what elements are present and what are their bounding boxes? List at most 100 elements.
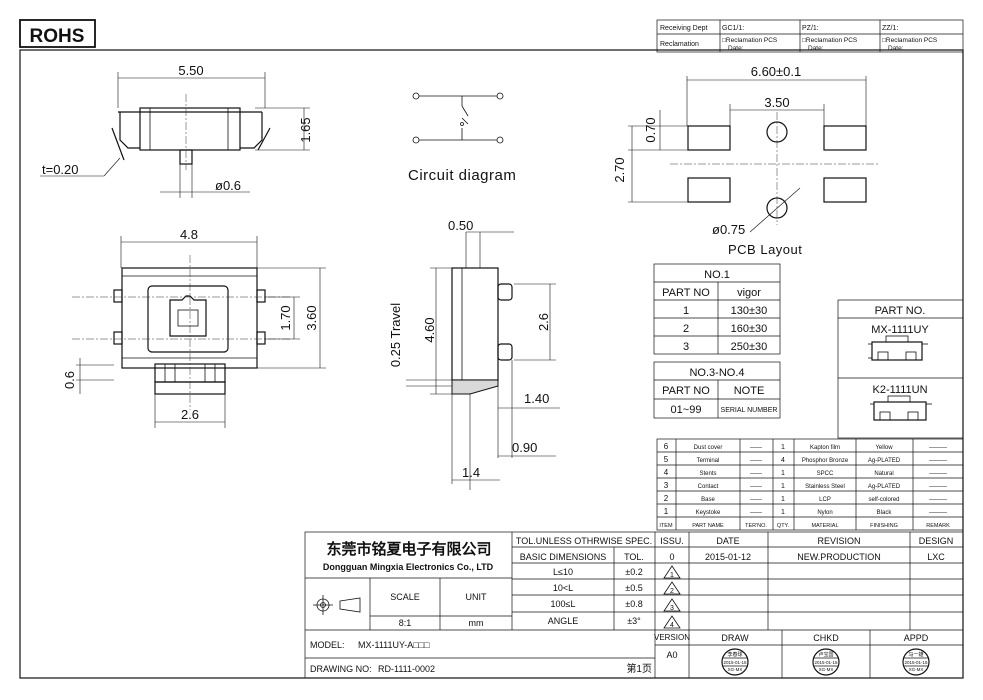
model-value: MX-1111UY-A□□□ <box>358 640 430 650</box>
scale-value: 8:1 <box>399 618 412 628</box>
bom-rows: 6 Dust cover —— 1 Kapton film Yellow ———… <box>664 442 947 516</box>
triangle-icon <box>663 581 681 595</box>
recl-pcs-1: □Reclamation PCS <box>722 37 778 44</box>
bom-row-0-name: Dust cover <box>694 445 723 451</box>
pz-label: PZ/1: <box>802 25 819 32</box>
no34-row-part: 01~99 <box>671 404 702 416</box>
bom-row-0-remark: ——— <box>929 445 947 451</box>
recl-pcs-2: □Reclamation PCS <box>802 37 858 44</box>
unit-label: UNIT <box>466 592 487 602</box>
pcb-width-label: 6.60±0.1 <box>751 64 802 79</box>
no1-row-1-part: 2 <box>683 323 689 335</box>
no34-row-note: SERIAL NUMBER <box>721 407 778 414</box>
part-no-2-sketch <box>870 395 932 421</box>
stamp-chkd-code: XG-MX <box>819 667 834 672</box>
company-name-cn: 东莞市铭夏电子有限公司 <box>326 540 491 558</box>
bom-row-1-qty: 4 <box>781 457 785 464</box>
stamp-chkd-name: 卢宝国 <box>818 651 833 658</box>
pcb-label: PCB Layout <box>728 242 802 257</box>
bom-row-0-finishing: Yellow <box>875 445 893 451</box>
tol-row-3-value: ±3° <box>627 616 641 626</box>
bom-row-4-finishing: self-colored <box>868 497 899 503</box>
gc-label: GC1/1: <box>722 25 744 32</box>
rev-design: LXC <box>927 552 945 562</box>
stamp-draw-name: 李春球 <box>727 651 742 658</box>
no1-row-0-part: 1 <box>683 305 689 317</box>
stamp-appd-name: 马一雄 <box>908 651 923 658</box>
bom-row-3-material: Stainless Steel <box>805 484 845 490</box>
bom-row-4-qty: 1 <box>781 496 785 503</box>
bom-row-2-ter: —— <box>750 471 762 477</box>
rev-issu: 0 <box>669 552 674 562</box>
bom-row-2-qty: 1 <box>781 470 785 477</box>
issue-triangles: 1 2 3 4 <box>663 565 681 629</box>
stamp-appd-code: XG-MX <box>909 667 924 672</box>
pcb-h2-label: 2.70 <box>612 157 627 182</box>
bom-row-5-remark: ——— <box>929 510 947 516</box>
bom-row-1-material: Phosphor Bronze <box>802 458 849 464</box>
zz-label: ZZ/1: <box>882 25 898 32</box>
bom-row-5-name: Keystoke <box>696 510 721 516</box>
basic-dimensions-label: BASIC DIMENSIONS <box>520 552 607 562</box>
issue-1: 1 <box>670 572 674 579</box>
stamp-appd-date: 2015-01-15 <box>904 660 928 665</box>
no1-header-1: vigor <box>737 287 761 299</box>
rev-header-issu: ISSU. <box>660 536 684 546</box>
scale-label: SCALE <box>390 592 420 602</box>
unit-value: mm <box>469 618 484 628</box>
part-no-box: PART NO. MX-1111UY K2-1111UN <box>837 299 964 439</box>
triangle-icon <box>663 565 681 579</box>
no34-title: NO.3-NO.4 <box>689 367 744 379</box>
stamp-chkd-date: 2015-01-15 <box>814 660 838 665</box>
no1-table: NO.1 PART NO vigor 1 130±30 2 160±30 3 2… <box>653 263 781 355</box>
tol-row-2-range: 100≤L <box>551 599 576 609</box>
side-view: 5.50 1.65 t=0.20 ø0.6 <box>40 63 313 198</box>
appd-label: APPD <box>904 633 929 643</box>
bom-row-5-ter: —— <box>750 510 762 516</box>
top-height-label: 3.60 <box>304 305 319 330</box>
bom-row-5-material: Nylon <box>817 510 832 516</box>
no34-table: NO.3-NO.4 PART NO NOTE 01~99 SERIAL NUMB… <box>653 361 781 419</box>
circuit-label: Circuit diagram <box>408 167 516 184</box>
bom-row-3-ter: —— <box>750 484 762 490</box>
rev-header-date: DATE <box>716 536 739 546</box>
bom-row-2-material: SPCC <box>817 471 834 477</box>
no1-header-0: PART NO <box>662 287 710 299</box>
profile-h-label: 4.60 <box>422 317 437 342</box>
side-width-label: 5.50 <box>178 63 203 78</box>
bom-row-3-qty: 1 <box>781 483 785 490</box>
part-no-title: PART NO. <box>875 305 926 317</box>
no34-header-1: NOTE <box>734 385 765 397</box>
no34-header-0: PART NO <box>662 385 710 397</box>
receiving-header: Receiving Dept Reclamation GC1/1: PZ/1: … <box>656 19 964 53</box>
part-no-1-sketch <box>868 335 928 361</box>
no1-row-2-vigor: 250±30 <box>731 341 768 353</box>
version-value: A0 <box>666 650 677 660</box>
bom-header-ter: TER'NO. <box>745 523 767 529</box>
profile-travel-label: 0.25 Travel <box>388 303 403 367</box>
issue-3: 3 <box>670 605 674 612</box>
draw-label: DRAW <box>721 633 749 643</box>
pcb-h1-label: 0.70 <box>643 117 658 142</box>
top-width-label: 4.8 <box>180 227 198 242</box>
no1-row-2-part: 3 <box>683 341 689 353</box>
top-stub-label: 0.6 <box>62 371 77 389</box>
bom-row-5-item: 1 <box>664 507 669 516</box>
top-inner-label: 1.70 <box>278 305 293 330</box>
profile-top-label: 0.50 <box>448 218 473 233</box>
page-number: 第1页 <box>626 662 652 675</box>
profile-view: 0.50 4.60 0.25 Travel 2.6 1.40 0.90 1.4 <box>388 218 560 490</box>
issue-2: 2 <box>670 588 674 595</box>
pcb-layout: 6.60±0.1 3.50 ø0.75 0.70 2.70 PCB Layout <box>612 64 880 257</box>
triangle-icon <box>663 598 681 612</box>
recl-date-1: Date: <box>728 45 744 52</box>
bom-row-2-name: Stents <box>699 471 716 477</box>
bom-row-4-material: LCP <box>819 497 831 503</box>
rev-date: 2015-01-12 <box>705 552 751 562</box>
bom-row-0-qty: 1 <box>781 444 785 451</box>
issue-4: 4 <box>670 622 674 629</box>
triangle-icon <box>663 615 681 629</box>
profile-d1-label: 1.40 <box>524 391 549 406</box>
